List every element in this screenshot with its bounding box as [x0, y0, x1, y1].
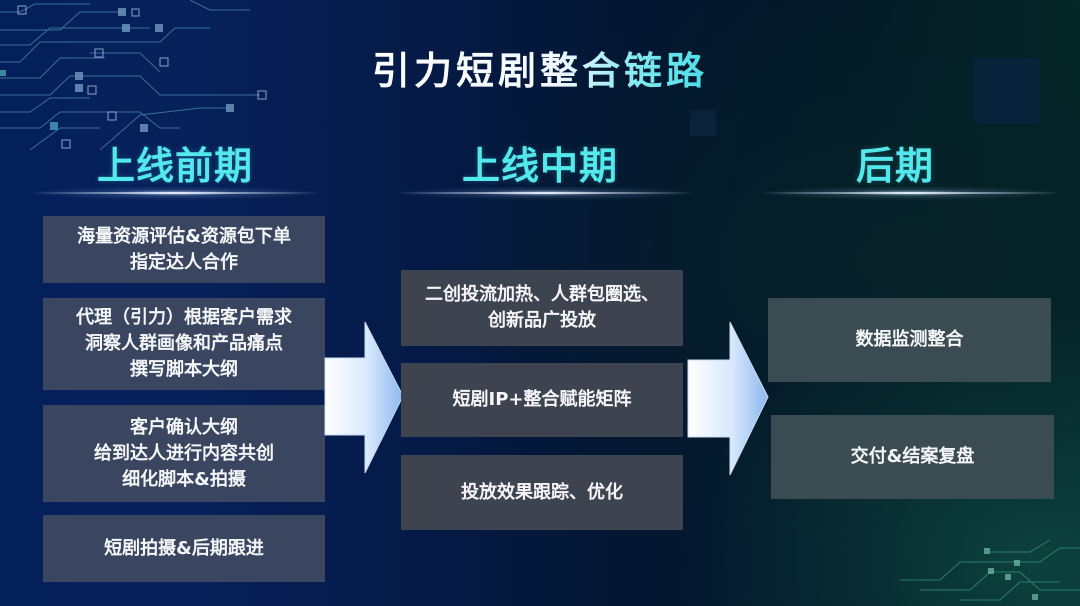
- light-flare-line: [395, 192, 695, 194]
- right-arrow-icon: [324, 321, 404, 474]
- step-box-post-1: 数据监测整合: [768, 298, 1051, 382]
- circuit-decoration-top-left: [0, 0, 267, 150]
- phase-header-post: 后期: [855, 144, 934, 188]
- step-box-mid-2: 短剧IP+整合赋能矩阵: [401, 363, 683, 437]
- light-flare-line: [760, 192, 1060, 194]
- step-box-mid-3: 投放效果跟踪、优化: [401, 455, 683, 530]
- phase-header-mid-launch: 上线中期: [461, 144, 618, 188]
- phase-header-pre-launch: 上线前期: [96, 144, 253, 188]
- step-box-pre-3: 客户确认大纲 给到达人进行内容共创 细化脚本&拍摄: [43, 405, 325, 502]
- circuit-decoration-bottom-right: [900, 540, 1080, 601]
- step-box-mid-1: 二创投流加热、人群包圈选、 创新品广投放: [401, 270, 683, 346]
- step-box-pre-1: 海量资源评估&资源包下单 指定达人合作: [43, 216, 325, 283]
- light-flare-line: [30, 192, 320, 194]
- right-arrow-icon: [687, 321, 769, 476]
- step-box-pre-2: 代理（引力）根据客户需求 洞察人群画像和产品痛点 撰写脚本大纲: [43, 298, 325, 390]
- page-title: 引力短剧整合链路: [360, 40, 720, 95]
- step-box-post-2: 交付&结案复盘: [771, 415, 1054, 499]
- step-box-pre-4: 短剧拍摄&后期跟进: [43, 515, 325, 582]
- decorative-square: [690, 110, 716, 136]
- decorative-square: [973, 58, 1039, 124]
